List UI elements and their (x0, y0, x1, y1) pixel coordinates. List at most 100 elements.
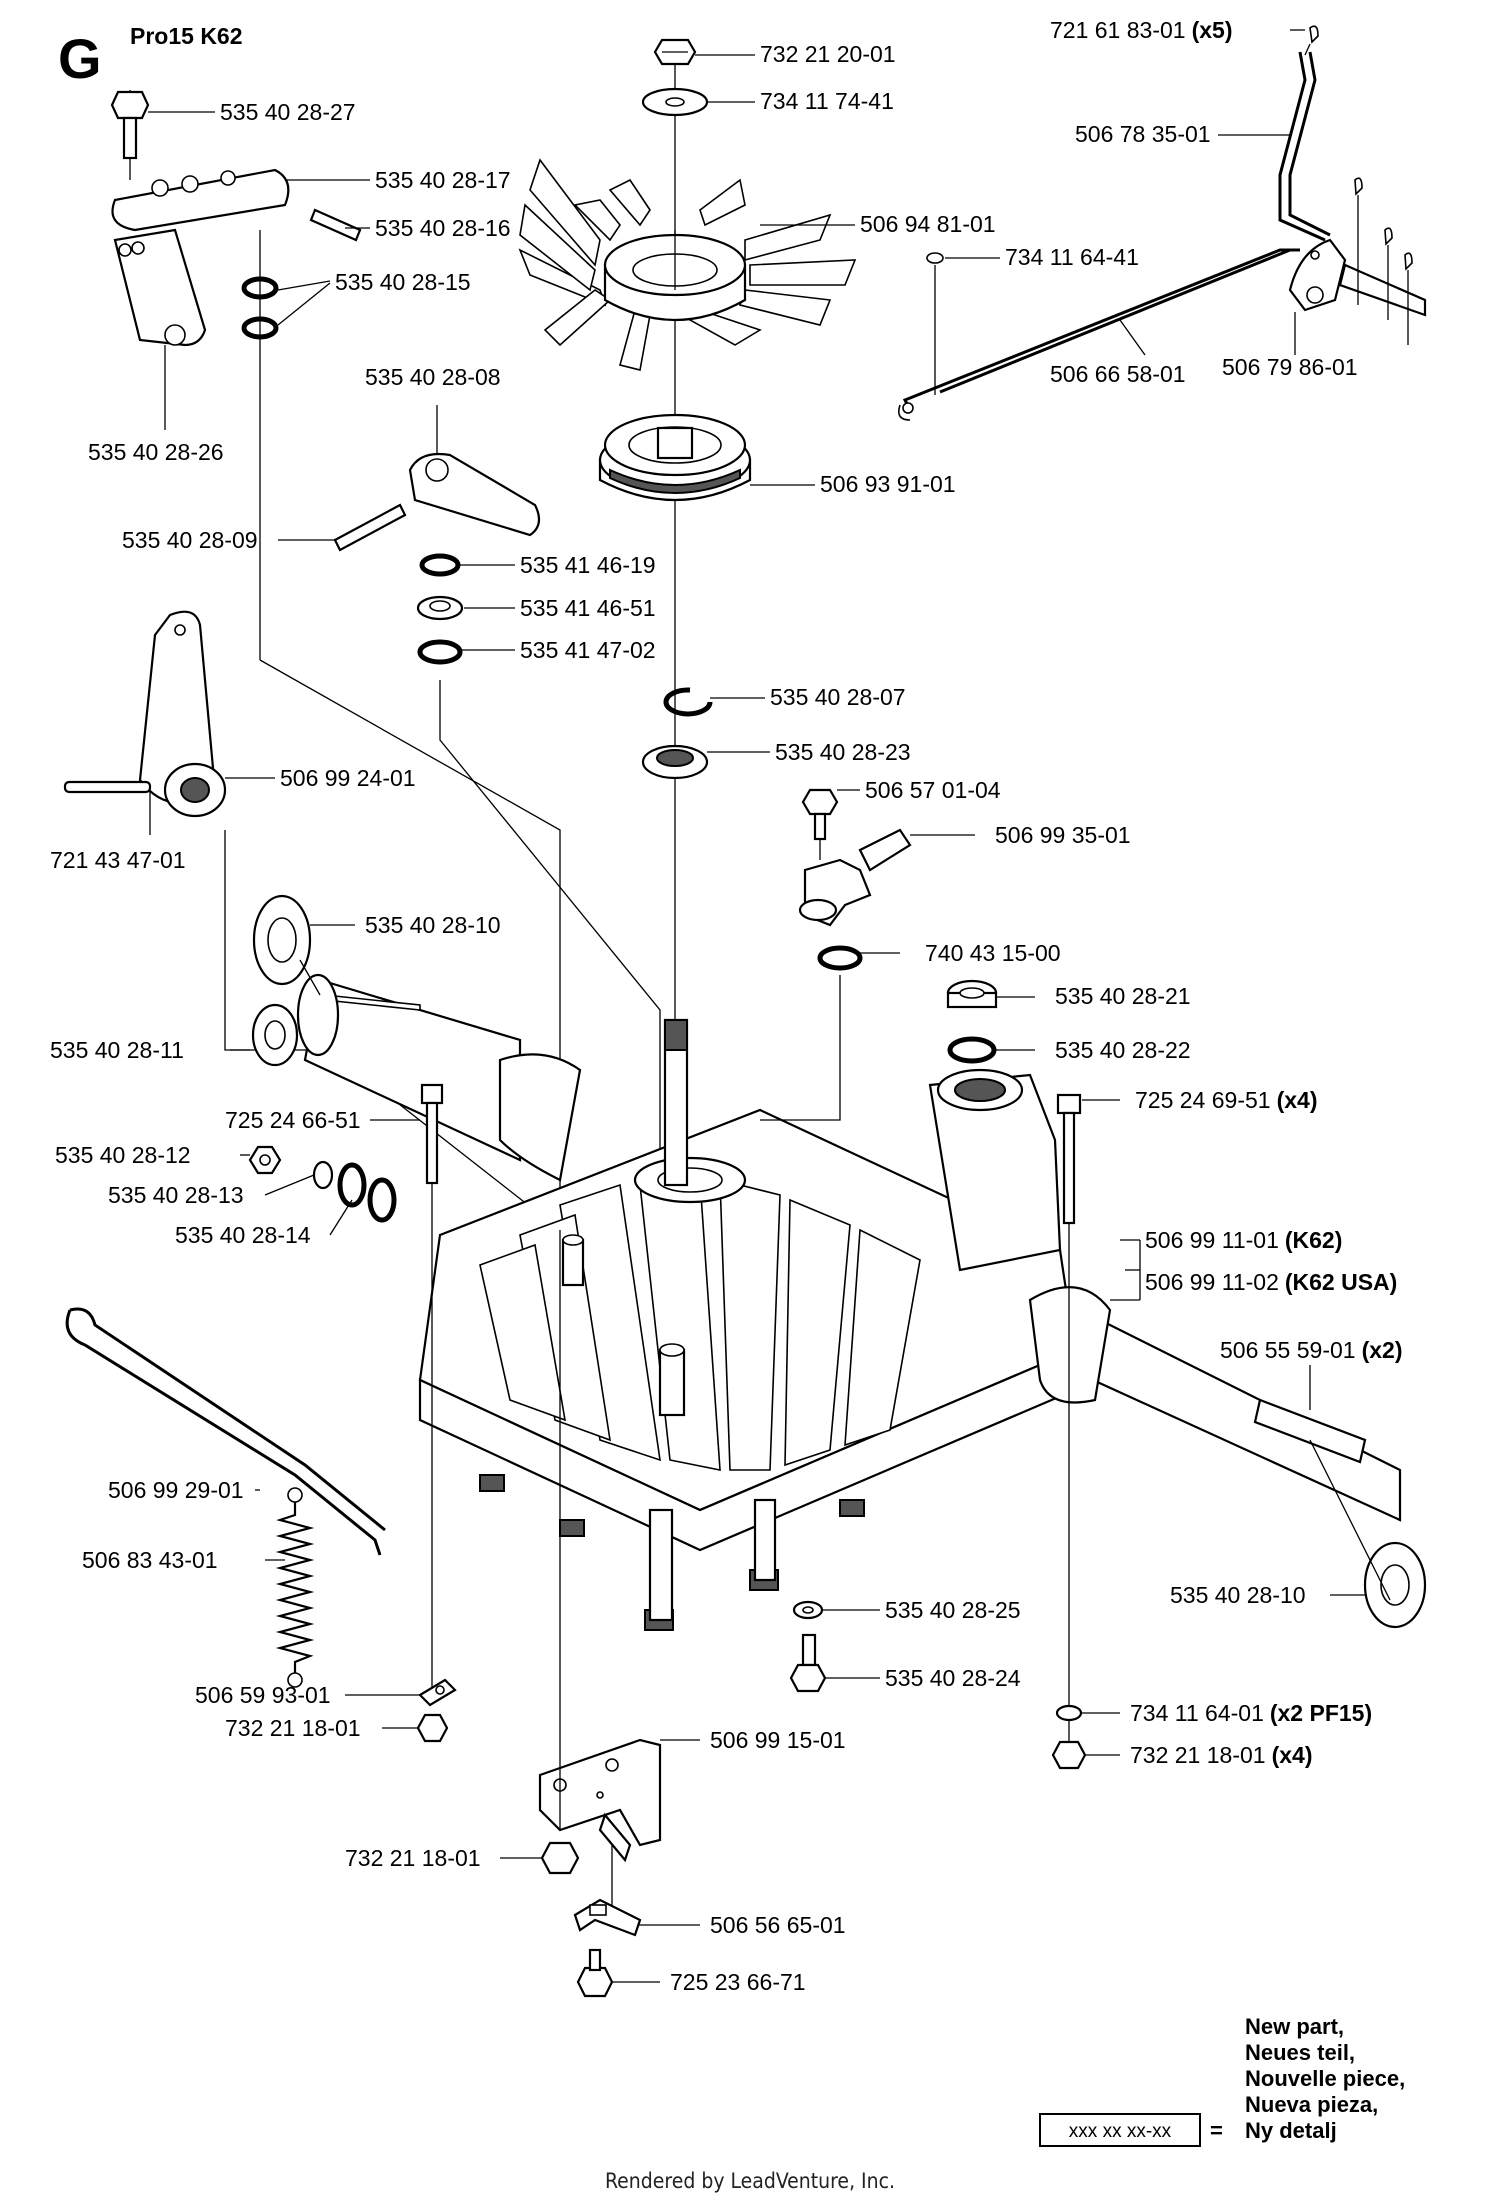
part-label: 535 40 28-22 (1055, 1037, 1191, 1063)
part-label: 506 83 43-01 (82, 1547, 218, 1573)
part-label: 732 21 18-01 (345, 1845, 481, 1871)
part-qty: (x2) (1362, 1337, 1403, 1363)
part-label: 506 99 35-01 (995, 822, 1131, 848)
section-letter: G (58, 27, 102, 90)
part-label: 506 94 81-01 (860, 211, 996, 237)
part-label: 535 40 28-17 (375, 167, 511, 193)
left-axle-seal (252, 894, 312, 986)
part-label: 535 40 28-10 (365, 912, 501, 938)
elbow-leader (760, 975, 841, 1121)
part-label: 725 23 66-71 (670, 1969, 806, 1995)
part-label: 740 43 15-00 (925, 940, 1061, 966)
axle-key (1253, 1398, 1367, 1464)
washer-right (1055, 1704, 1083, 1722)
bypass-rod (65, 1307, 386, 1556)
legend-line: Nueva pieza, (1245, 2092, 1378, 2117)
legend-line: Ny detalj (1245, 2118, 1337, 2143)
link-clip (417, 639, 463, 665)
elbow-o-ring (817, 945, 863, 971)
part-label: 506 56 65-01 (710, 1912, 846, 1938)
legend-equals: = (1210, 2118, 1223, 2143)
lever-pin (63, 780, 152, 794)
drain-plug (946, 979, 998, 1009)
part-label: 535 41 46-19 (520, 552, 656, 578)
part-label: 535 40 28-09 (122, 527, 258, 553)
legend-line: Nouvelle piece, (1245, 2066, 1405, 2091)
legend-line: New part, (1245, 2014, 1344, 2039)
bolt-right (1056, 1093, 1082, 1750)
part-number: 721 61 83-01 (1050, 17, 1186, 43)
part-label: 506 99 29-01 (108, 1477, 244, 1503)
link-washer (416, 595, 464, 621)
model-title: Pro15 K62 (130, 23, 243, 49)
part-label: 535 40 28-21 (1055, 983, 1191, 1009)
bent-wire (1278, 51, 1331, 242)
part-label: 506 59 93-01 (195, 1682, 331, 1708)
part-label: 535 40 28-24 (885, 1665, 1021, 1691)
part-label: 734 11 64-01(x2 PF15) (1130, 1700, 1372, 1726)
part-label: 535 41 47-02 (520, 637, 656, 663)
part-label: 535 40 28-08 (365, 364, 501, 390)
part-qty: (K62 USA) (1285, 1269, 1397, 1295)
part-label: 506 55 59-01(x2) (1220, 1337, 1402, 1363)
top-washer (641, 87, 709, 117)
link-pin (333, 503, 407, 552)
part-label: 535 40 28-16 (375, 215, 511, 241)
part-number: 506 55 59-01 (1220, 1337, 1356, 1363)
part-label: 506 66 58-01 (1050, 361, 1186, 387)
part-number: 725 24 69-51 (1135, 1087, 1271, 1113)
part-number: 506 99 11-02 (1145, 1269, 1279, 1295)
elbow-bolt (801, 788, 839, 860)
cooling-fan (518, 158, 857, 371)
nut-left-bottom (416, 1713, 449, 1743)
part-label: 734 11 74-41 (760, 88, 894, 114)
o-rings-left (337, 1162, 397, 1223)
part-label: 535 40 28-12 (55, 1142, 191, 1168)
part-label: 506 99 11-01(K62) (1145, 1227, 1342, 1253)
part-label: 535 40 28-27 (220, 99, 356, 125)
cotter-pins (1304, 25, 1413, 345)
left-axle-seal-2 (251, 1003, 299, 1067)
key-leader (1309, 1439, 1391, 1601)
part-label: 506 79 86-01 (1222, 354, 1358, 380)
control-rod (897, 248, 1300, 421)
bottom-bracket (538, 1738, 662, 1863)
part-label: 721 61 83-01(x5) (1050, 17, 1232, 43)
spring (275, 1487, 315, 1688)
part-qty: (x2 PF15) (1270, 1700, 1372, 1726)
link-axis-line (439, 680, 661, 1230)
right-axle-seal (1363, 1541, 1427, 1629)
part-label: 725 24 69-51(x4) (1135, 1087, 1317, 1113)
part-label: 535 40 28-15 (335, 269, 471, 295)
part-label: 506 93 91-01 (820, 471, 956, 497)
part-label: 506 57 01-04 (865, 777, 1001, 803)
part-label: 535 40 28-26 (88, 439, 224, 465)
plug-washer (947, 1036, 997, 1064)
pivot-bracket (1288, 238, 1427, 317)
small-plate (418, 1678, 457, 1707)
arm-bolt (110, 90, 150, 160)
washer-left (312, 1160, 334, 1190)
wire-washer (926, 252, 944, 395)
part-label: 732 21 18-01(x4) (1130, 1742, 1312, 1768)
part-label: 734 11 64-41 (1005, 244, 1139, 270)
part-number: 734 11 64-01 (1130, 1700, 1264, 1726)
part-label: 535 40 28-14 (175, 1222, 311, 1248)
leader-lines (148, 29, 1365, 1983)
part-label: 506 78 35-01 (1075, 121, 1211, 147)
footer-credit: Rendered by LeadVenture, Inc. (605, 2169, 895, 2193)
bolt-bracket (576, 1948, 614, 1998)
legend-line: Neues teil, (1245, 2040, 1355, 2065)
part-label: 725 24 66-51 (225, 1107, 361, 1133)
part-label: 506 99 15-01 (710, 1727, 846, 1753)
part-labels: 732 21 20-01 734 11 74-41 506 94 81-01 5… (50, 17, 1402, 1995)
new-part-legend: New part, Neues teil, Nouvelle piece, Nu… (1039, 2014, 1405, 2147)
link-ring-1 (419, 553, 461, 577)
part-label: 535 40 28-23 (775, 739, 911, 765)
bolt-bottom (789, 1633, 827, 1693)
part-label: 535 41 46-51 (520, 595, 656, 621)
arm-pin (309, 208, 362, 242)
part-qty: (x4) (1277, 1087, 1318, 1113)
hex-nut-left (248, 1145, 282, 1175)
